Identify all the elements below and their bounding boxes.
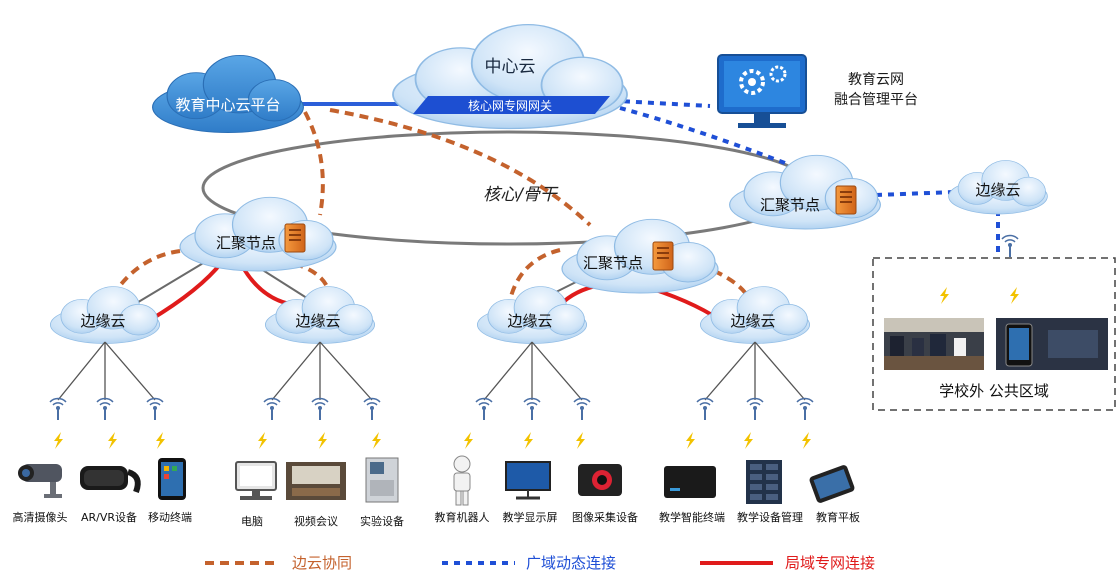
agg-left-label: 汇聚节点 (216, 234, 276, 252)
mobile-photo-icon (996, 318, 1108, 370)
edge4-label: 边缘云 (730, 312, 775, 330)
legend-label: 广域动态连接 (526, 554, 616, 572)
gateway-label: 核心网专网网关 (468, 98, 552, 113)
device-label: AR/VR设备 (81, 510, 137, 524)
robot-icon (453, 455, 471, 506)
device-cabinet-icon (746, 460, 782, 504)
edge3-label: 边缘云 (507, 312, 552, 330)
device-label: 教学显示屏 (503, 510, 558, 524)
vr-headset-icon (80, 466, 141, 494)
camera-icon (18, 464, 62, 498)
device-label: 教育平板 (816, 510, 860, 524)
video-conference-icon (286, 462, 346, 500)
outside-area-label: 学校外 公共区域 (939, 382, 1049, 400)
server-icon (652, 241, 674, 271)
edge-cloud-1: 边缘云 (49, 286, 161, 345)
edge-cloud-right: 边缘云 (948, 159, 1048, 215)
server-icon (835, 185, 857, 215)
fanout-lines (57, 341, 806, 401)
wide-area-links (599, 98, 1000, 258)
aggregation-node-middle: 汇聚节点 (561, 218, 719, 294)
classroom-photo-icon (884, 318, 984, 370)
edu-platform-label: 教育中心云平台 (175, 96, 280, 114)
legend: 边云协同 广域动态连接 局域专网连接 (205, 554, 875, 572)
smart-terminal-icon (664, 466, 716, 498)
device-label: 教育机器人 (435, 510, 490, 524)
device-label: 图像采集设备 (572, 510, 638, 524)
smartphone-icon (158, 458, 186, 500)
computer-icon (235, 461, 277, 500)
mgmt-platform-line2: 融合管理平台 (834, 92, 918, 108)
gateway-bar: 核心网专网网关 (413, 96, 610, 114)
edge-cloud-3: 边缘云 (476, 286, 588, 345)
aggregation-node-right: 汇聚节点 (728, 154, 882, 230)
device-label: 移动终端 (148, 510, 192, 524)
legend-label: 边云协同 (292, 554, 352, 572)
legend-label: 局域专网连接 (785, 554, 875, 572)
aggregation-node-left: 汇聚节点 (179, 196, 337, 272)
agg-right-label: 汇聚节点 (760, 196, 820, 214)
outside-area-box: 学校外 公共区域 (872, 257, 1116, 411)
device-label: 教学设备管理 (737, 510, 803, 524)
lab-equipment-icon (365, 457, 399, 503)
backbone-label: 核心/骨干 (483, 185, 559, 205)
image-capture-icon (578, 464, 622, 496)
device-label: 教学智能终端 (659, 510, 725, 524)
device-label: 高清摄像头 (13, 510, 68, 524)
management-monitor-icon (717, 54, 807, 128)
mgmt-platform-line1: 教育云网 (848, 72, 904, 88)
tablet-icon (809, 465, 855, 503)
edge-right-label: 边缘云 (975, 181, 1020, 199)
display-screen-icon (505, 461, 551, 500)
edge2-label: 边缘云 (295, 312, 340, 330)
device-label: 电脑 (241, 515, 263, 528)
server-icon (284, 223, 306, 253)
edge1-label: 边缘云 (80, 312, 125, 330)
agg-middle-label: 汇聚节点 (583, 254, 643, 272)
center-cloud: 中心云 (391, 23, 629, 130)
device-labels: 高清摄像头 AR/VR设备 移动终端 电脑 视频会议 实验设备 教育机器人 教学… (13, 510, 861, 528)
device-label: 实验设备 (360, 514, 404, 528)
edge-cloud-4: 边缘云 (699, 286, 811, 345)
device-label: 视频会议 (294, 514, 338, 528)
center-cloud-label: 中心云 (485, 57, 536, 77)
edge-cloud-2: 边缘云 (264, 286, 376, 345)
edu-platform-cloud: 教育中心云平台 (151, 54, 305, 134)
